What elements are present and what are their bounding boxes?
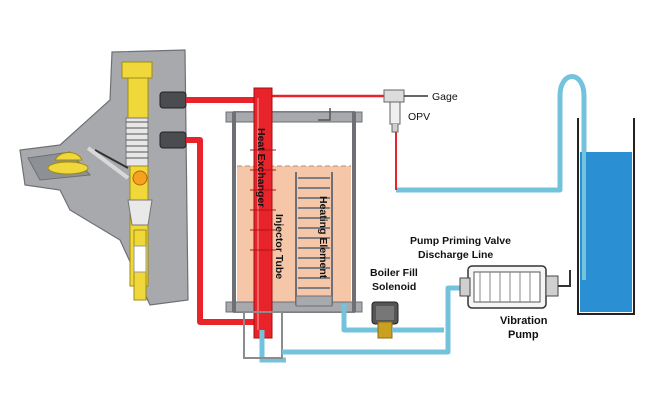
opv-label: OPV: [408, 111, 430, 123]
vibration-pump-label-line1: Vibration: [500, 315, 548, 327]
cold-water-lines: [282, 74, 587, 355]
injector-tube: [243, 311, 286, 363]
opv-valve: [383, 89, 428, 133]
boiler-fill-label-line2: Solenoid: [372, 281, 416, 293]
heating-element: [295, 172, 333, 307]
pump-priming-label-line2: Discharge Line: [418, 249, 493, 261]
heat-exchanger-tube: [250, 87, 276, 339]
heating-element-label: Heating Element: [317, 196, 329, 279]
injector-tube-label: Injector Tube: [273, 214, 285, 279]
hot-water-lines: [186, 97, 262, 325]
heat-exchanger-label: Heat Exchanger: [255, 128, 267, 207]
water-reservoir: [577, 118, 635, 315]
boiler-fill-label-line1: Boiler Fill: [370, 267, 418, 279]
vibration-pump: [459, 265, 571, 309]
boiler-fill-solenoid: [371, 301, 444, 339]
pump-priming-label-line1: Pump Priming Valve: [410, 235, 511, 247]
group-head: [19, 49, 189, 306]
boiler: [225, 108, 363, 313]
vibration-pump-label-line2: Pump: [508, 329, 539, 341]
gage-label: Gage: [432, 91, 458, 103]
